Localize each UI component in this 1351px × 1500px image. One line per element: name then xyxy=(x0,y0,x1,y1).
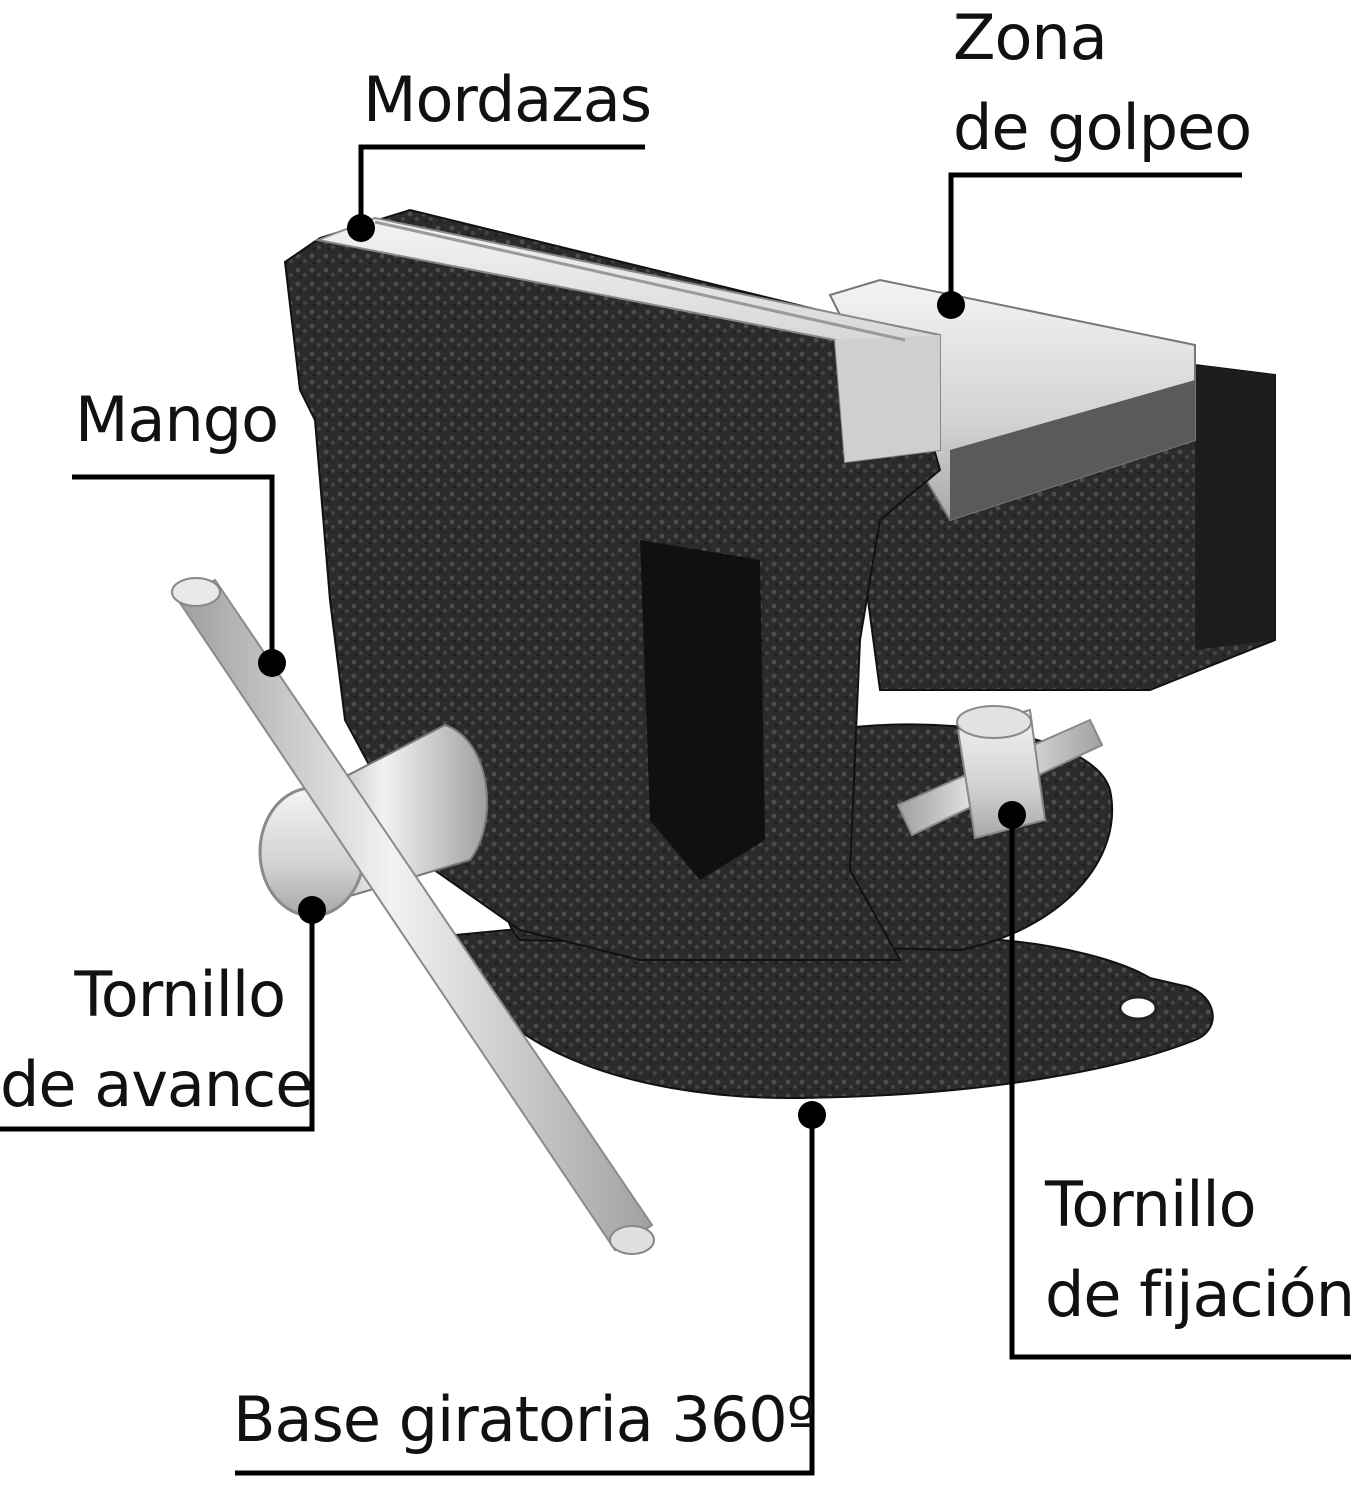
label-tornillo-avance-line2: de avance xyxy=(0,1047,313,1121)
swivel-base xyxy=(453,923,1214,1100)
dot-tornillo-fijacion xyxy=(998,801,1026,829)
leader-mango xyxy=(72,474,275,660)
label-base-giratoria: Base giratoria 360º xyxy=(233,1375,816,1465)
leader-mordazas xyxy=(358,144,645,228)
jaw-inserts xyxy=(314,216,941,464)
leader-dots xyxy=(258,214,1026,1129)
label-zona-de-golpeo: Zona de golpeo xyxy=(953,0,1252,173)
label-tornillo-fijacion-line2: de fijación xyxy=(1045,1257,1351,1331)
dot-mordazas xyxy=(347,214,375,242)
label-mordazas: Mordazas xyxy=(363,55,652,145)
dot-zona xyxy=(937,291,965,319)
rear-body-side xyxy=(1195,365,1275,650)
label-mango-text: Mango xyxy=(75,383,279,456)
label-mango: Mango xyxy=(75,375,279,465)
mounting-hole xyxy=(1118,995,1158,1021)
dot-tornillo-avance xyxy=(298,896,326,924)
leader-lines xyxy=(0,144,1351,1476)
locking-screw xyxy=(896,705,1104,840)
label-base-text: Base giratoria 360º xyxy=(233,1383,816,1456)
dot-mango xyxy=(258,649,286,677)
label-tornillo-de-avance: Tornillo de avance xyxy=(0,950,313,1130)
dot-base xyxy=(798,1101,826,1129)
handle-rod xyxy=(171,577,655,1255)
label-zona-line1: Zona xyxy=(953,1,1108,74)
label-tornillo-avance-line1: Tornillo xyxy=(74,958,286,1031)
leader-zona xyxy=(948,172,1242,305)
label-mordazas-text: Mordazas xyxy=(363,63,652,136)
label-zona-line2: de golpeo xyxy=(953,90,1252,164)
leader-base xyxy=(235,1115,815,1476)
leader-tornillo-fijacion xyxy=(1009,815,1351,1360)
jaw-opening xyxy=(640,540,765,880)
label-tornillo-fijacion-line1: Tornillo xyxy=(1045,1168,1257,1241)
leader-tornillo-avance xyxy=(0,910,315,1132)
label-tornillo-de-fijacion: Tornillo de fijación xyxy=(1045,1160,1351,1340)
